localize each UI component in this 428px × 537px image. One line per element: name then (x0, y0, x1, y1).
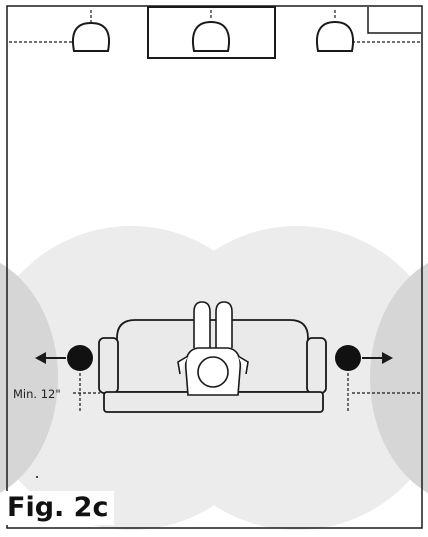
coverage-core-left (0, 262, 58, 494)
front-speaker-guides (9, 10, 420, 43)
door-corner (367, 7, 421, 34)
arrow-icon (362, 352, 393, 364)
speaker-dot-icon (335, 345, 361, 371)
measurement-label: Min. 12" (13, 387, 61, 401)
coverage-core-right (370, 262, 428, 494)
stray-dot (36, 476, 38, 478)
speaker-icon (316, 20, 354, 52)
speaker-icon (192, 20, 230, 52)
arrow-icon (35, 352, 66, 364)
speaker-dot-icon (67, 345, 93, 371)
sofa-arm-left (98, 337, 119, 394)
sofa-arm-right (306, 337, 327, 394)
surround-speaker-guides (73, 373, 420, 412)
speaker-icon (72, 21, 110, 52)
person-top-view-icon (177, 301, 249, 396)
figure-label: Fig. 2c (5, 491, 115, 525)
